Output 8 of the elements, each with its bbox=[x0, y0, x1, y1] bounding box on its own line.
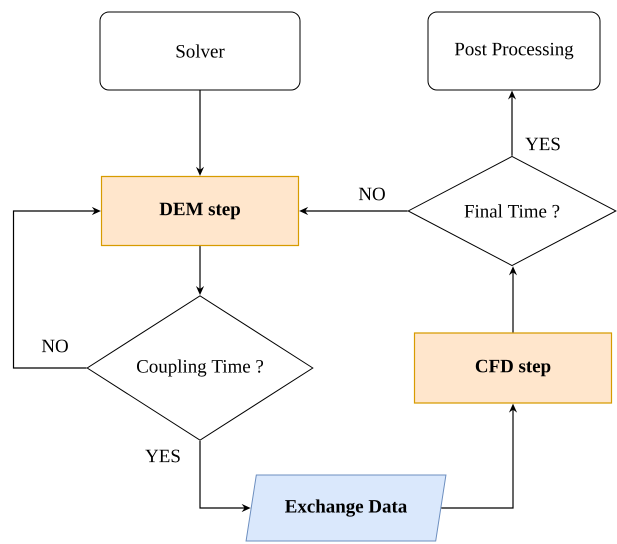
edge-label: YES bbox=[524, 136, 562, 152]
process-box: DEM step bbox=[100, 176, 300, 246]
process-box: Solver bbox=[100, 12, 300, 90]
edge-label: NO bbox=[40, 338, 70, 354]
process-box: CFD step bbox=[414, 332, 612, 404]
edge-label: NO bbox=[357, 186, 387, 202]
process-box: Post Processing bbox=[428, 12, 600, 90]
edge-label: YES bbox=[144, 448, 182, 464]
